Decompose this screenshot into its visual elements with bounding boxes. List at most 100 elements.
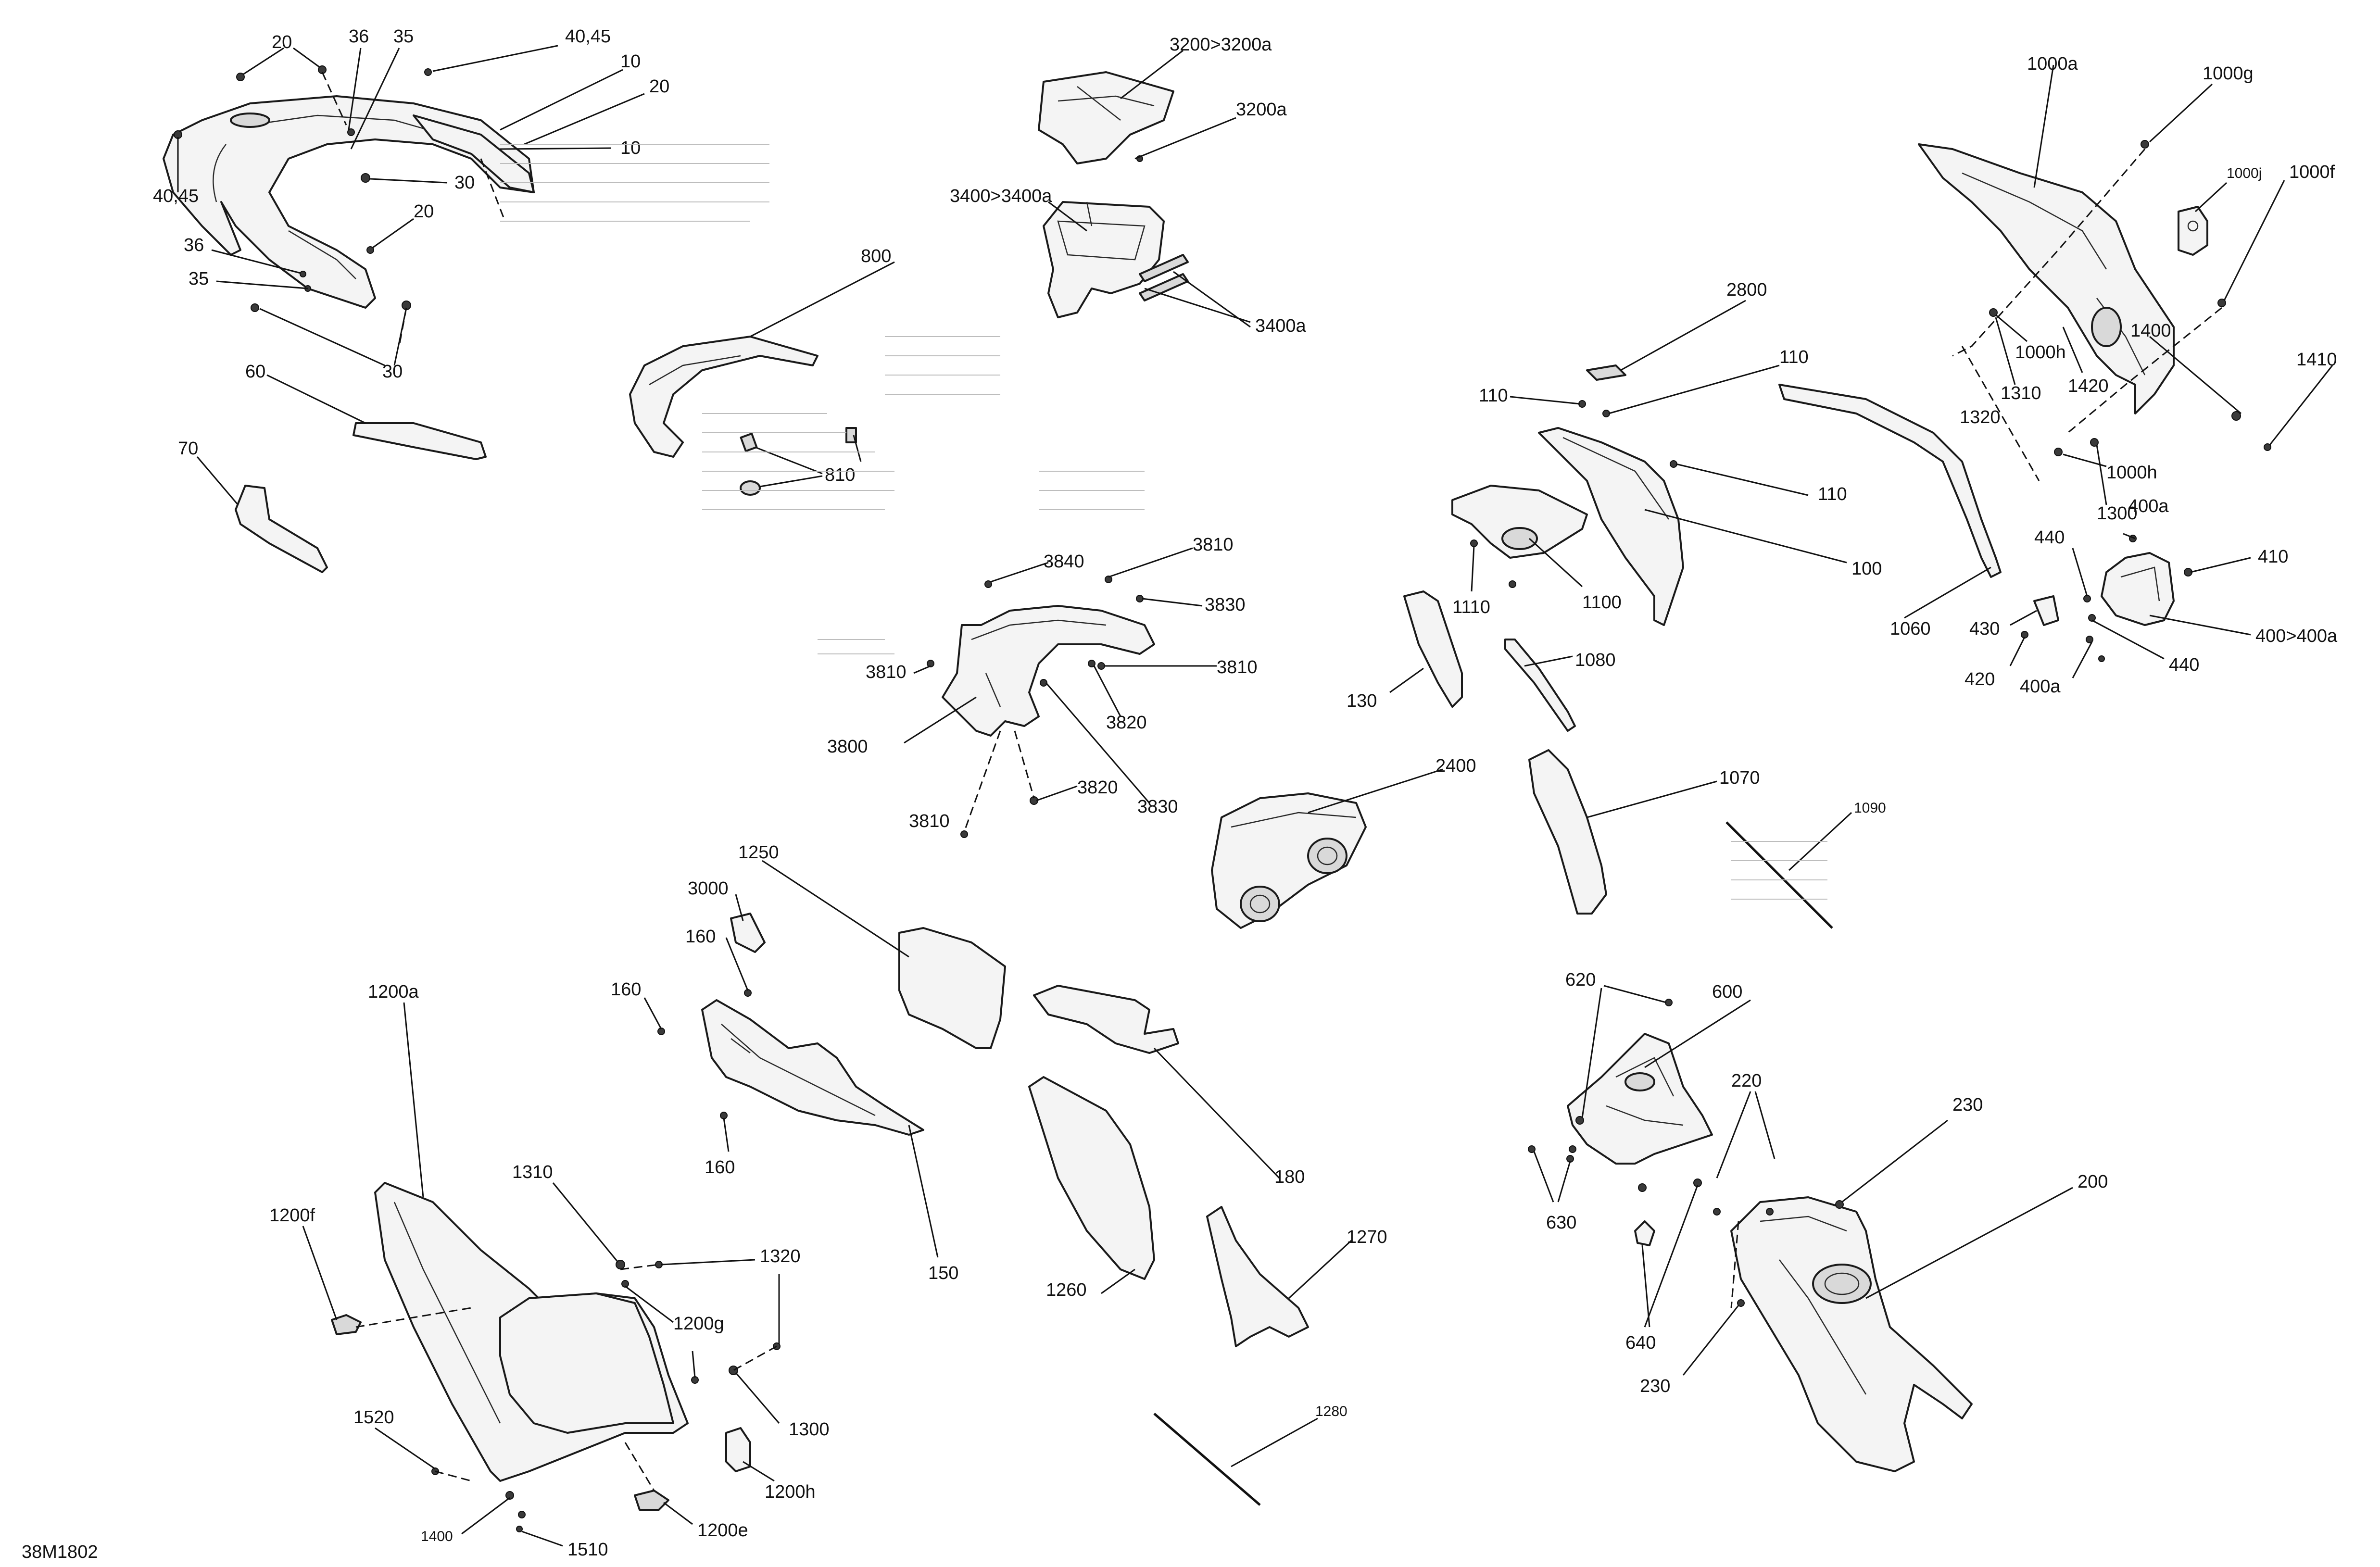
part-panel-800 (629, 336, 819, 458)
callout-630: 630 (1546, 1213, 1576, 1233)
callout-150: 150 (928, 1263, 958, 1283)
callout-800: 800 (861, 246, 891, 266)
callout-1300: 1300 (2097, 503, 2138, 524)
callout-640: 640 (1625, 1333, 1656, 1353)
callout-1200f: 1200f (269, 1205, 315, 1226)
callout-1200e: 1200e (697, 1520, 748, 1541)
callout-230: 230 (1952, 1095, 1983, 1115)
callout-3200-to-3200a: 3200>3200a (1170, 35, 1272, 55)
callout-1250: 1250 (738, 842, 779, 863)
callout-220: 220 (1731, 1071, 1762, 1091)
callout-1090: 1090 (1854, 800, 1886, 816)
part-group-200: 220 230 200 640 230 (1625, 1071, 2108, 1472)
callout-3400a: 3400a (1255, 316, 1307, 336)
callout-2400: 2400 (1436, 756, 1476, 776)
callout-430: 430 (1969, 619, 2000, 639)
callout-20: 20 (414, 201, 434, 222)
part-insert-640 (1634, 1220, 1655, 1246)
callout-110: 110 (1818, 484, 1847, 504)
part-group-600: 620 600 630 (1528, 970, 1751, 1233)
part-group-1200a: 1200a 1310 1320 1200f 1200g 1300 1520 12… (269, 982, 830, 1560)
callout-200: 200 (2078, 1172, 2108, 1192)
part-plug-810 (845, 427, 857, 443)
callout-1200a: 1200a (368, 982, 419, 1002)
callout-3400-to-3400a: 3400>3400a (950, 186, 1052, 206)
callout-10: 10 (620, 138, 641, 158)
callout-2800: 2800 (1726, 280, 1767, 300)
callout-20: 20 (649, 76, 669, 97)
part-strap-3400a (1139, 254, 1189, 282)
callout-110: 110 (1779, 347, 1809, 367)
part-group-150: 3000 1250 160 160 160 150 (611, 842, 1006, 1283)
part-bracket-400 (2101, 552, 2175, 626)
callout-1000f: 1000f (2289, 162, 2335, 182)
callout-1520: 1520 (353, 1407, 394, 1428)
callout-1080: 1080 (1575, 650, 1616, 670)
callout-440: 440 (2169, 655, 2199, 675)
part-plug-810 (740, 432, 758, 452)
part-group-3800: 3840 3810 3830 3810 3810 3820 3800 3820 … (827, 535, 1258, 838)
callout-810: 810 (825, 465, 855, 485)
callout-400-to-400a: 400>400a (2255, 626, 2338, 646)
callout-410: 410 (2258, 547, 2288, 567)
part-side-panel-100 (1538, 427, 1684, 626)
callout-110: 110 (1479, 386, 1508, 406)
callout-400a: 400a (2128, 496, 2169, 516)
part-bracket-3000 (730, 913, 766, 953)
callout-1400: 1400 (2130, 321, 2171, 341)
part-bar-1060 (1778, 384, 2002, 578)
callout-420: 420 (1964, 669, 1995, 689)
callout-1000h: 1000h (2106, 463, 2157, 483)
callout-1510: 1510 (567, 1540, 608, 1560)
callout-3830: 3830 (1137, 797, 1178, 817)
callout-230: 230 (1640, 1376, 1670, 1396)
callout-3810: 3810 (866, 662, 907, 682)
callout-3810: 3810 (1193, 535, 1234, 555)
callout-1000j: 1000j (2227, 165, 2262, 181)
part-bin-3400 (1043, 201, 1165, 318)
callout-1000a: 1000a (2027, 54, 2078, 74)
callout-3840: 3840 (1044, 552, 1084, 572)
leaders-upper-console (177, 45, 645, 366)
callout-3830: 3830 (1205, 595, 1246, 615)
part-group-400: 400a 440 410 430 400>400a 420 400a 440 (1964, 496, 2338, 697)
part-trim-60 (353, 422, 487, 460)
callout-1310: 1310 (2001, 383, 2041, 403)
callout-3820: 3820 (1106, 713, 1147, 733)
part-console-cover (163, 95, 535, 309)
callout-1000h: 1000h (2015, 342, 2066, 363)
callout-1410: 1410 (2296, 350, 2337, 370)
callout-1400: 1400 (421, 1529, 453, 1544)
part-group-800: 800 810 (629, 246, 895, 496)
callout-1260: 1260 (1046, 1280, 1087, 1300)
part-trim-130 (1403, 590, 1463, 708)
part-console-600 (1567, 1033, 1713, 1165)
callout-600: 600 (1712, 982, 1742, 1002)
callout-40-45: 40,45 (153, 186, 199, 206)
callout-20: 20 (272, 32, 292, 52)
part-rod-1090 (1725, 821, 1833, 929)
part-group-trims-60-70: 60 70 (178, 362, 487, 573)
callout-3800: 3800 (827, 737, 868, 757)
callout-30: 30 (454, 173, 475, 193)
callout-70: 70 (178, 439, 198, 459)
callout-160: 160 (705, 1157, 735, 1178)
part-bracket-1200h (725, 1427, 751, 1472)
part-trim-180 (1033, 985, 1179, 1054)
part-rod-1280 (1153, 1413, 1261, 1506)
part-strip-1080 (1504, 639, 1576, 732)
part-plug-810 (740, 480, 761, 496)
part-inner-panel-1200g (499, 1292, 674, 1434)
part-side-panel-150 (701, 999, 924, 1136)
callout-3000: 3000 (688, 878, 729, 899)
part-panel-1070 (1528, 749, 1607, 915)
callout-100: 100 (1851, 559, 1882, 579)
part-panel-1260 (1028, 1076, 1155, 1280)
part-group-upper-console (163, 65, 535, 347)
part-duct-1100 (1451, 485, 1588, 559)
part-nose-1000a (1918, 143, 2175, 414)
callout-3200a: 3200a (1236, 100, 1287, 120)
callout-10: 10 (620, 51, 641, 72)
callout-36: 36 (349, 26, 369, 47)
